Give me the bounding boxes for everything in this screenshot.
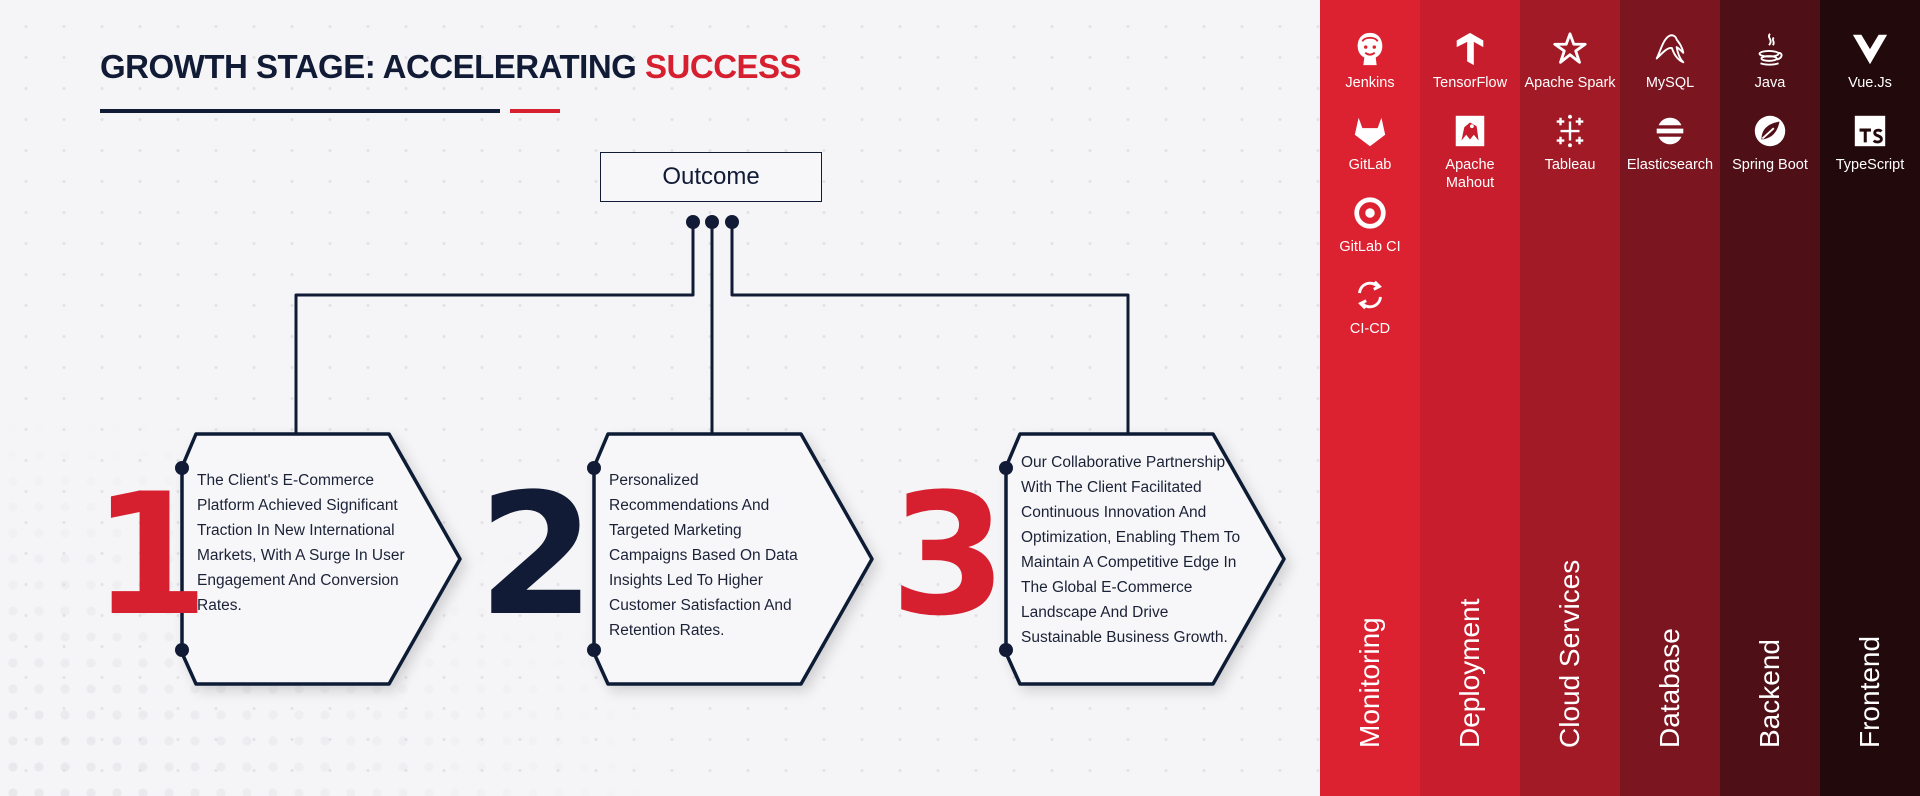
spring-boot-icon xyxy=(1751,112,1789,150)
hexagon-step-3 xyxy=(1004,432,1286,686)
category-label-monitoring: Monitoring xyxy=(1354,617,1385,748)
tech-column-deployment: TensorFlow Apache Mahout Deployment xyxy=(1420,0,1520,796)
hexagon-step-1 xyxy=(180,432,462,686)
tool-mysql: MySQL xyxy=(1620,30,1720,92)
tool-java: Java xyxy=(1720,30,1820,92)
step-text-2: Personalized Recommendations And Targete… xyxy=(609,472,798,639)
tool-typescript: TypeScript xyxy=(1820,112,1920,174)
tool-tableau: Tableau xyxy=(1520,112,1620,174)
tool-gitlab-ci: GitLab CI xyxy=(1320,194,1420,256)
tool-name: GitLab xyxy=(1348,157,1392,173)
flow-diagram xyxy=(175,215,1286,686)
title-underline-red xyxy=(510,109,560,113)
step-number-2: 2 xyxy=(478,457,595,653)
tool-apache-mahout: Apache Mahout xyxy=(1420,112,1520,192)
tech-column-database: MySQL Elasticsearch Database xyxy=(1620,0,1720,796)
step-text-3: Our Collaborative Partnership With The C… xyxy=(1021,454,1241,646)
apache-spark-icon xyxy=(1551,30,1589,68)
tool-name: CI-CD xyxy=(1349,321,1391,337)
vuejs-icon xyxy=(1851,30,1889,68)
tool-name: Java xyxy=(1754,75,1786,91)
tool-name: Tableau xyxy=(1544,157,1596,173)
mysql-icon xyxy=(1651,30,1689,68)
tool-spring-boot: Spring Boot xyxy=(1720,112,1820,174)
tech-column-frontend: Vue.Js TypeScript Frontend xyxy=(1820,0,1920,796)
tool-tensorflow: TensorFlow xyxy=(1420,30,1520,92)
tech-column-cloud-services: Apache Spark Tableau Cloud Services xyxy=(1520,0,1620,796)
tech-column-monitoring: Jenkins GitLab GitLab CI CI-CD Monitorin… xyxy=(1320,0,1420,796)
apache-mahout-icon xyxy=(1451,112,1489,150)
connector-line-3 xyxy=(730,222,1130,433)
hexagon-3-dot-bottom xyxy=(999,643,1013,657)
step-text-1: The Client's E-Commerce Platform Achieve… xyxy=(197,472,405,614)
connector-node-2 xyxy=(705,215,719,229)
hexagon-2-dot-top xyxy=(587,461,601,475)
category-label-deployment: Deployment xyxy=(1454,598,1485,748)
elasticsearch-icon xyxy=(1651,112,1689,150)
java-icon xyxy=(1751,30,1789,68)
category-label-frontend: Frontend xyxy=(1854,635,1885,748)
category-label-backend: Backend xyxy=(1754,639,1785,748)
connector-node-3 xyxy=(725,215,739,229)
page-title-accent: SUCCESS xyxy=(645,48,802,85)
tool-name: Apache Spark xyxy=(1524,75,1616,91)
tool-name: GitLab CI xyxy=(1339,239,1401,255)
outcome-box: Outcome xyxy=(600,152,822,202)
tool-elasticsearch: Elasticsearch xyxy=(1620,112,1720,174)
tool-name: TensorFlow xyxy=(1432,75,1508,91)
tool-name: Spring Boot xyxy=(1732,157,1808,173)
hexagon-1-dot-bottom xyxy=(175,643,189,657)
hexagon-2-dot-bottom xyxy=(587,643,601,657)
tool-apache-spark: Apache Spark xyxy=(1520,30,1620,92)
hexagon-3-dot-top xyxy=(999,461,1013,475)
tool-name: MySQL xyxy=(1645,75,1695,91)
step-number-3: 3 xyxy=(890,457,1007,653)
category-label-cloud-services: Cloud Services xyxy=(1554,559,1585,748)
ci-cd-icon xyxy=(1351,276,1389,314)
step-number-1: 1 xyxy=(92,457,209,653)
tool-name: Vue.Js xyxy=(1848,75,1892,91)
category-label-database: Database xyxy=(1654,628,1685,748)
tool-name: TypeScript xyxy=(1835,157,1905,173)
gitlab-icon xyxy=(1351,112,1389,150)
title-underline-dark xyxy=(100,109,500,113)
page-title: GROWTH STAGE: ACCELERATING SUCCESS xyxy=(100,48,802,86)
tech-column-backend: Java Spring Boot Backend xyxy=(1720,0,1820,796)
typescript-icon xyxy=(1851,112,1889,150)
connector-line-1 xyxy=(294,222,695,433)
tool-name: Jenkins xyxy=(1345,75,1395,91)
hexagon-1-dot-top xyxy=(175,461,189,475)
tool-name: Apache Mahout xyxy=(1445,157,1495,191)
connector-node-1 xyxy=(686,215,700,229)
tool-gitlab: GitLab xyxy=(1320,112,1420,174)
tool-jenkins: Jenkins xyxy=(1320,30,1420,92)
jenkins-icon xyxy=(1351,30,1389,68)
page-title-main: GROWTH STAGE: ACCELERATING xyxy=(100,48,646,85)
tensorflow-icon xyxy=(1451,30,1489,68)
gitlab-ci-icon xyxy=(1351,194,1389,232)
hexagon-step-2 xyxy=(592,432,874,686)
tool-vuejs: Vue.Js xyxy=(1820,30,1920,92)
tool-name: Elasticsearch xyxy=(1626,157,1714,173)
tool-ci-cd: CI-CD xyxy=(1320,276,1420,338)
tech-stack-panel: Jenkins GitLab GitLab CI CI-CD Monitorin… xyxy=(1320,0,1920,796)
tableau-icon xyxy=(1551,112,1589,150)
